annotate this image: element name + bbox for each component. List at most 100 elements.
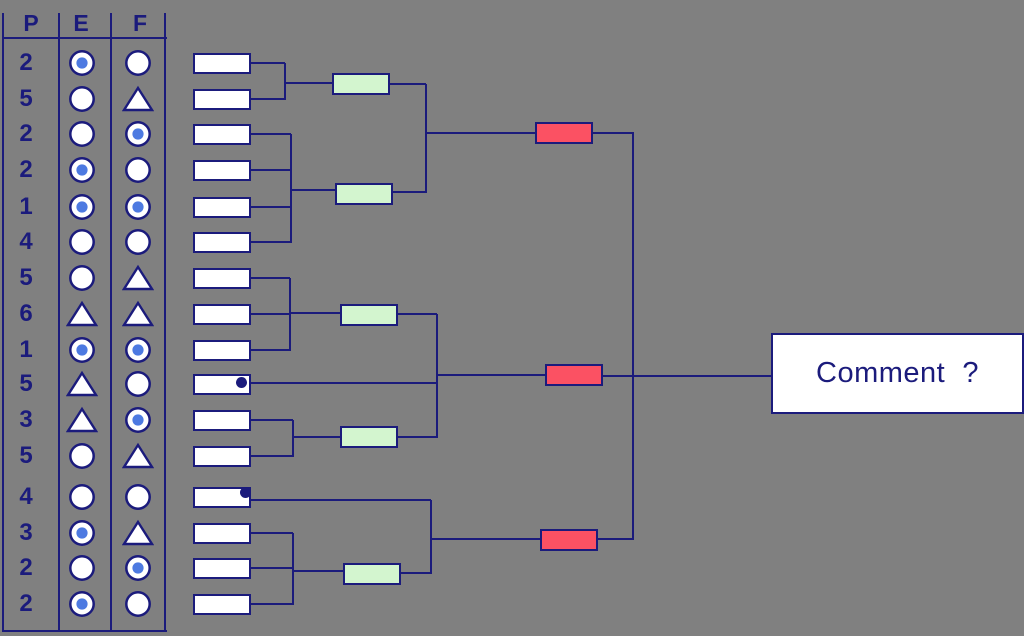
f-circle-icon (124, 156, 152, 189)
connector-line (290, 134, 292, 243)
f-triangle-icon (121, 264, 155, 297)
round2-box-3 (340, 304, 398, 326)
bracket-leaf-box-1 (193, 53, 251, 74)
e-circle-dot-icon (68, 193, 96, 226)
connector-line (284, 82, 332, 84)
e-triangle-icon (65, 406, 99, 439)
e-circle-icon (68, 120, 96, 153)
round3-box-2 (545, 364, 603, 386)
connector-line (251, 532, 293, 534)
f-triangle-icon (121, 300, 155, 333)
column-header-p: P (23, 10, 39, 36)
f-circle-icon (124, 483, 152, 516)
e-circle-dot-icon (68, 590, 96, 623)
connector-line (430, 538, 540, 540)
connector-line (593, 132, 633, 134)
connector-line (392, 191, 426, 193)
p-count-value: 5 (19, 370, 33, 397)
bracket-leaf-box-3 (193, 124, 251, 145)
connector-line (251, 499, 431, 501)
connector-line (436, 374, 545, 376)
round3-box-1 (535, 122, 593, 144)
connector-line (292, 570, 343, 572)
header-tick (2, 13, 4, 37)
p-count-value: 3 (19, 519, 33, 546)
connector-line (251, 62, 285, 64)
connector-line (251, 169, 291, 171)
bracket-leaf-box-6 (193, 232, 251, 253)
bracket-leaf-box-12 (193, 446, 251, 467)
f-circle-icon (124, 49, 152, 82)
p-count-value: 5 (19, 442, 33, 469)
table-column-line (58, 37, 60, 632)
table-column-line (164, 37, 166, 632)
connector-line (289, 278, 291, 351)
p-count-value: 3 (19, 406, 33, 433)
connector-line (284, 63, 286, 100)
e-circle-icon (68, 442, 96, 475)
round2-box-5 (343, 563, 401, 585)
connector-line (290, 189, 335, 191)
table-bottom-rule (2, 630, 167, 632)
table-header-rule (2, 37, 167, 39)
header-tick (164, 13, 166, 37)
e-circle-icon (68, 228, 96, 261)
round2-box-1 (332, 73, 390, 95)
e-circle-icon (68, 264, 96, 297)
bracket-leaf-box-7 (193, 268, 251, 289)
connector-line (603, 375, 771, 377)
bracket-leaf-box-14 (193, 523, 251, 544)
connector-line (251, 206, 291, 208)
f-triangle-icon (121, 442, 155, 475)
marker-dot (240, 487, 251, 498)
column-header-f: F (132, 10, 148, 36)
table-column-line (110, 37, 112, 632)
connector-line (425, 84, 427, 193)
p-count-value: 2 (19, 156, 33, 183)
connector-line (251, 382, 437, 384)
p-count-value: 2 (19, 120, 33, 147)
column-header-e: E (73, 10, 89, 36)
f-triangle-icon (121, 85, 155, 118)
comment-label: Comment ? (816, 357, 979, 389)
f-circle-dot-icon (124, 406, 152, 439)
bracket-leaf-box-2 (193, 89, 251, 110)
p-count-value: 2 (19, 49, 33, 76)
p-count-value: 4 (19, 483, 33, 510)
connector-line (251, 133, 291, 135)
e-circle-icon (68, 85, 96, 118)
round2-box-2 (335, 183, 393, 205)
connector-line (251, 241, 291, 243)
connector-line (425, 132, 535, 134)
e-circle-dot-icon (68, 49, 96, 82)
connector-line (632, 132, 634, 540)
connector-line (397, 436, 437, 438)
e-circle-icon (68, 483, 96, 516)
connector-line (251, 349, 290, 351)
bracket-leaf-box-4 (193, 160, 251, 181)
f-circle-dot-icon (124, 120, 152, 153)
bracket-leaf-box-11 (193, 410, 251, 431)
e-circle-dot-icon (68, 156, 96, 189)
connector-line (289, 312, 340, 314)
p-count-value: 1 (19, 336, 33, 363)
e-circle-dot-icon (68, 336, 96, 369)
f-circle-icon (124, 590, 152, 623)
connector-line (292, 420, 294, 457)
connector-line (251, 603, 293, 605)
e-triangle-icon (65, 300, 99, 333)
bracket-leaf-box-5 (193, 197, 251, 218)
connector-line (251, 313, 290, 315)
connector-line (292, 436, 340, 438)
f-circle-icon (124, 228, 152, 261)
round3-box-3 (540, 529, 598, 551)
connector-line (251, 455, 293, 457)
f-circle-dot-icon (124, 193, 152, 226)
p-count-value: 2 (19, 590, 33, 617)
connector-line (251, 567, 293, 569)
table-column-line (2, 37, 4, 632)
bracket-leaf-box-8 (193, 304, 251, 325)
connector-line (597, 538, 633, 540)
bracket-leaf-box-15 (193, 558, 251, 579)
